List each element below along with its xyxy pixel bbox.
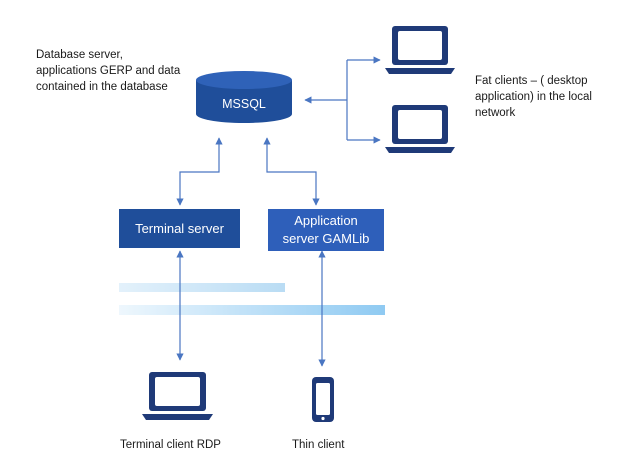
mssql-label: MSSQL [222, 97, 266, 111]
database-server-annotation: Database server, applications GERP and d… [36, 49, 181, 93]
db-terminal-arrow [176, 137, 223, 206]
application-server-box: Application server GAMLib [268, 209, 384, 251]
terminal-client-label: Terminal client RDP [120, 439, 221, 451]
network-bar [119, 305, 385, 315]
database-icon [196, 71, 292, 123]
network-bar [119, 283, 285, 292]
terminal-server-box: Terminal server [119, 209, 240, 248]
fat-client-connector [304, 56, 381, 144]
laptop-icon [142, 372, 213, 420]
laptop-icon [385, 105, 455, 153]
fat-clients-annotation: Fat clients – ( desktop application) in … [475, 75, 592, 119]
laptop-icon [385, 26, 455, 74]
smartphone-icon [312, 377, 334, 422]
thin-client-label: Thin client [292, 439, 345, 451]
db-appserver-arrow [263, 137, 320, 206]
